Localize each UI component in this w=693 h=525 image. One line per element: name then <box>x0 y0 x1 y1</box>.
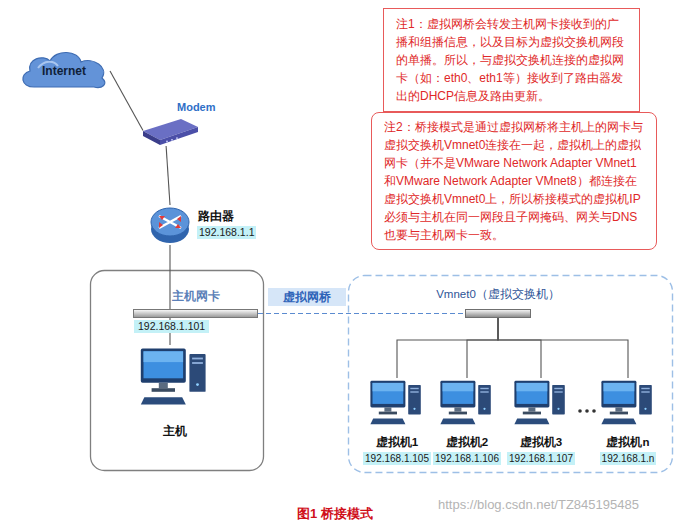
network-link <box>467 318 498 378</box>
network-link <box>498 318 541 378</box>
ellipsis-dot <box>578 409 582 413</box>
node-text: 192.168.1.1 <box>197 226 256 239</box>
virtual-machine: 虚拟机n 192.168.1.n <box>594 378 662 465</box>
modem-icon <box>143 118 198 146</box>
node-text: 192.168.1.101 <box>134 320 209 333</box>
node-text: Modem <box>177 101 216 113</box>
network-link <box>397 318 498 378</box>
node-text: 注1：虚拟网桥会转发主机网卡接收到的广播和组播信息，以及目标为虚拟交换机网段的单… <box>396 15 627 105</box>
vmnet-container <box>349 276 673 473</box>
computer-icon <box>513 378 569 431</box>
node-text: Vmnet0（虚拟交换机） <box>436 287 560 302</box>
icon-holder <box>439 378 495 431</box>
internet-cloud: Internet <box>18 48 110 90</box>
network-link <box>110 71 143 131</box>
node-text: 虚拟机3 <box>520 435 562 450</box>
virtual-machine: 虚拟机3 192.168.1.107 <box>507 378 575 465</box>
node-text: 虚拟机2 <box>446 435 488 450</box>
node-text: 主机网卡 <box>134 288 257 305</box>
node-text: 虚拟机n <box>606 435 649 450</box>
computer-icon <box>369 378 425 431</box>
node-text: 路由器 <box>198 208 234 225</box>
virtual-machine: 虚拟机2 192.168.1.106 <box>433 378 501 465</box>
host-container <box>91 271 264 471</box>
node-text: 192.168.1.106 <box>433 452 501 465</box>
icon-holder <box>600 378 656 431</box>
virtual-machine: 虚拟机1 192.168.1.105 <box>363 378 431 465</box>
ellipsis-dot <box>592 409 596 413</box>
network-link <box>169 245 170 309</box>
icon-holder <box>369 378 425 431</box>
node-text: 注2：桥接模式是通过虚拟网桥将主机上的网卡与虚拟交换机Vmnet0连接在一起，虚… <box>384 118 644 244</box>
router-device: 路由器192.168.1.1 <box>150 205 190 245</box>
computer-icon <box>439 378 495 431</box>
modem-device: Modem <box>143 118 198 146</box>
node-text: 192.168.1.107 <box>507 452 575 465</box>
node-text: 虚拟机1 <box>376 435 418 450</box>
note-box: 注1：虚拟网桥会转发主机网卡接收到的广播和组播信息，以及目标为虚拟交换机网段的单… <box>383 8 640 112</box>
bridge-label: 虚拟网桥 <box>268 288 346 306</box>
note-box: 注2：桥接模式是通过虚拟网桥将主机上的网卡与虚拟交换机Vmnet0连接在一起，虚… <box>371 112 657 250</box>
icon-holder <box>513 378 569 431</box>
icon-holder <box>139 345 211 413</box>
node-text: 虚拟网桥 <box>283 289 331 306</box>
virtual-switch: Vmnet0（虚拟交换机） <box>465 309 531 318</box>
node-text: Internet <box>42 64 86 78</box>
node-text: 192.168.1.n <box>600 452 657 465</box>
caption: 图1 桥接模式 <box>265 505 405 523</box>
bridge-link <box>258 313 465 314</box>
host-nic: 主机网卡192.168.1.101 <box>133 309 258 318</box>
network-link <box>498 318 628 378</box>
ellipsis-dot <box>585 409 589 413</box>
host-computer: 主机 <box>135 345 215 440</box>
node-text: 192.168.1.105 <box>363 452 431 465</box>
node-text: 主机 <box>163 423 187 440</box>
computer-icon <box>600 378 656 431</box>
computer-icon <box>139 345 211 413</box>
network-link <box>166 146 170 205</box>
router-icon <box>150 205 190 245</box>
watermark: https://blog.csdn.net/TZ845195485 <box>438 497 639 512</box>
